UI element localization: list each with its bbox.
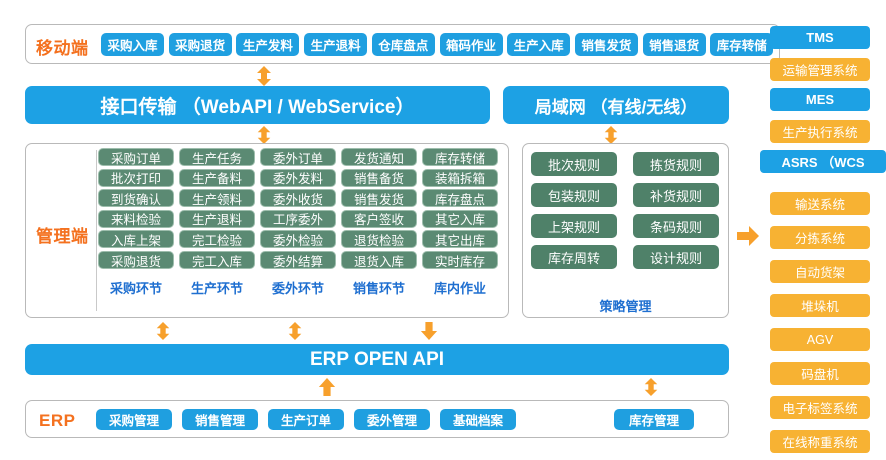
mgmt-item-3-1[interactable]: 委外订单	[260, 148, 336, 166]
mgmt-item-1-3[interactable]: 到货确认	[98, 189, 174, 208]
sidebar-item-1[interactable]: TMS	[770, 26, 870, 49]
strategy-title: 策略管理	[599, 299, 652, 314]
mgmt-item-5-4[interactable]: 其它入库	[422, 209, 498, 228]
strategy-item-5[interactable]: 上架规则	[531, 214, 617, 238]
mgmt-item-2-1[interactable]: 生产任务	[179, 148, 255, 166]
sidebar-item-13[interactable]: 在线称重系统	[770, 430, 870, 453]
mgmt-column-title-5: 库内作业	[433, 280, 486, 296]
mgmt-column-title-3: 委外环节	[271, 280, 324, 296]
sidebar-item-9[interactable]: 堆垛机	[770, 294, 870, 317]
mgmt-item-3-4[interactable]: 工序委外	[260, 209, 336, 228]
mgmt-item-1-6[interactable]: 采购退货	[98, 251, 174, 269]
mgmt-item-1-5[interactable]: 入库上架	[98, 230, 174, 249]
sidebar-item-6[interactable]: 输送系统	[770, 192, 870, 215]
mgmt-item-4-5[interactable]: 退货检验	[341, 230, 417, 249]
strategy-item-6[interactable]: 条码规则	[633, 214, 719, 238]
strategy-item-8[interactable]: 设计规则	[633, 245, 719, 269]
sidebar-item-5[interactable]: ASRS （WCS	[760, 150, 886, 173]
mobile-button-1[interactable]: 采购入库	[101, 33, 164, 56]
erp-button-2[interactable]: 销售管理	[182, 409, 258, 430]
mobile-button-row: 采购入库采购退货生产发料生产退料仓库盘点箱码作业生产入库销售发货销售退货库存转储	[101, 33, 774, 56]
management-panel-divider	[96, 150, 97, 311]
mgmt-item-4-6[interactable]: 退货入库	[341, 251, 417, 269]
mgmt-item-2-5[interactable]: 完工检验	[179, 230, 255, 249]
double-arrow-vertical-icon	[257, 66, 271, 86]
mobile-button-10[interactable]: 库存转储	[710, 33, 774, 56]
mobile-button-2[interactable]: 采购退货	[168, 33, 232, 56]
arrow-right-icon	[737, 226, 759, 246]
management-columns: 采购订单批次打印到货确认来料检验入库上架采购退货采购环节 生产任务生产备料生产领料…	[98, 148, 502, 314]
strategy-item-4[interactable]: 补货规则	[633, 183, 719, 207]
mgmt-column-title-1: 采购环节	[109, 280, 162, 296]
sidebar-item-10[interactable]: AGV	[770, 328, 870, 351]
mobile-button-9[interactable]: 销售退货	[642, 33, 706, 56]
mgmt-item-4-3[interactable]: 销售发货	[341, 189, 417, 208]
mgmt-item-1-1[interactable]: 采购订单	[98, 148, 174, 166]
mgmt-item-2-2[interactable]: 生产备料	[179, 168, 255, 187]
sidebar-item-4[interactable]: 生产执行系统	[770, 120, 870, 143]
sidebar-item-8[interactable]: 自动货架	[770, 260, 870, 283]
mgmt-item-1-2[interactable]: 批次打印	[98, 168, 174, 187]
erp-button-5[interactable]: 基础档案	[440, 409, 516, 430]
erp-panel-label: ERP	[39, 411, 76, 430]
strategy-item-1[interactable]: 批次规则	[531, 152, 617, 176]
mgmt-item-3-5[interactable]: 委外检验	[260, 230, 336, 249]
mobile-button-7[interactable]: 生产入库	[507, 33, 571, 56]
mobile-button-5[interactable]: 仓库盘点	[371, 33, 435, 56]
mobile-button-8[interactable]: 销售发货	[574, 33, 638, 56]
mgmt-item-5-6[interactable]: 实时库存	[422, 251, 498, 269]
mgmt-item-3-2[interactable]: 委外发料	[260, 168, 336, 187]
external-systems-sidebar: TMS 运输管理系统 MES 生产执行系统 ASRS （WCS 输送系统分拣系统自动货架堆…	[760, 26, 886, 453]
sidebar-item-2[interactable]: 运输管理系统	[770, 58, 870, 81]
mobile-panel-label: 移动端	[36, 39, 89, 58]
erp-button-row: 采购管理销售管理生产订单委外管理基础档案	[96, 409, 546, 430]
double-arrow-vertical-icon	[604, 126, 618, 144]
sidebar-item-11[interactable]: 码盘机	[770, 362, 870, 385]
lan-label: 局域网 （有线/无线）	[534, 97, 698, 117]
management-panel-label: 管理端	[36, 227, 89, 246]
mgmt-item-2-4[interactable]: 生产退料	[179, 209, 255, 228]
mobile-button-4[interactable]: 生产退料	[304, 33, 368, 56]
erp-open-api-band: ERP OPEN API	[25, 344, 729, 375]
double-arrow-vertical-icon	[644, 378, 658, 396]
sidebar-item-7[interactable]: 分拣系统	[770, 226, 870, 249]
strategy-item-7[interactable]: 库存周转	[531, 245, 617, 269]
double-arrow-vertical-icon	[156, 322, 170, 340]
arrow-down-icon	[420, 322, 438, 340]
mobile-button-6[interactable]: 箱码作业	[439, 33, 503, 56]
mgmt-item-5-5[interactable]: 其它出库	[422, 230, 498, 249]
mgmt-item-1-4[interactable]: 来料检验	[98, 209, 174, 228]
double-arrow-vertical-icon	[257, 126, 271, 144]
mobile-button-3[interactable]: 生产发料	[236, 33, 300, 56]
mgmt-item-4-1[interactable]: 发货通知	[341, 148, 417, 166]
erp-button-3[interactable]: 生产订单	[268, 409, 344, 430]
strategy-item-3[interactable]: 包装规则	[531, 183, 617, 207]
mgmt-item-3-6[interactable]: 委外结算	[260, 251, 336, 269]
mgmt-item-3-3[interactable]: 委外收货	[260, 189, 336, 208]
lan-band: 局域网 （有线/无线）	[503, 86, 729, 124]
mgmt-item-5-2[interactable]: 装箱拆箱	[422, 168, 498, 187]
mgmt-item-2-3[interactable]: 生产领料	[179, 189, 255, 208]
double-arrow-vertical-icon	[288, 322, 302, 340]
sidebar-item-3[interactable]: MES	[770, 88, 870, 111]
mgmt-item-5-3[interactable]: 库存盘点	[422, 189, 498, 208]
interface-transmission-label: 接口传输 （WebAPI / WebService）	[100, 96, 415, 118]
erp-button-4[interactable]: 委外管理	[354, 409, 430, 430]
erp-button-inventory[interactable]: 库存管理	[614, 409, 694, 430]
strategy-item-2[interactable]: 拣货规则	[633, 152, 719, 176]
interface-transmission-band: 接口传输 （WebAPI / WebService）	[25, 86, 490, 124]
erp-button-1[interactable]: 采购管理	[96, 409, 172, 430]
mgmt-column-title-4: 销售环节	[352, 280, 405, 296]
mgmt-item-5-1[interactable]: 库存转储	[422, 148, 498, 166]
strategy-item-grid: 批次规则拣货规则包装规则补货规则上架规则条码规则库存周转设计规则	[531, 152, 721, 274]
erp-open-api-label: ERP OPEN API	[309, 348, 445, 370]
mgmt-item-4-2[interactable]: 销售备货	[341, 168, 417, 187]
arrow-up-icon	[318, 378, 336, 396]
sidebar-item-12[interactable]: 电子标签系统	[770, 396, 870, 419]
mgmt-column-title-2: 生产环节	[190, 280, 243, 296]
mgmt-item-4-4[interactable]: 客户签收	[341, 209, 417, 228]
mgmt-item-2-6[interactable]: 完工入库	[179, 251, 255, 269]
